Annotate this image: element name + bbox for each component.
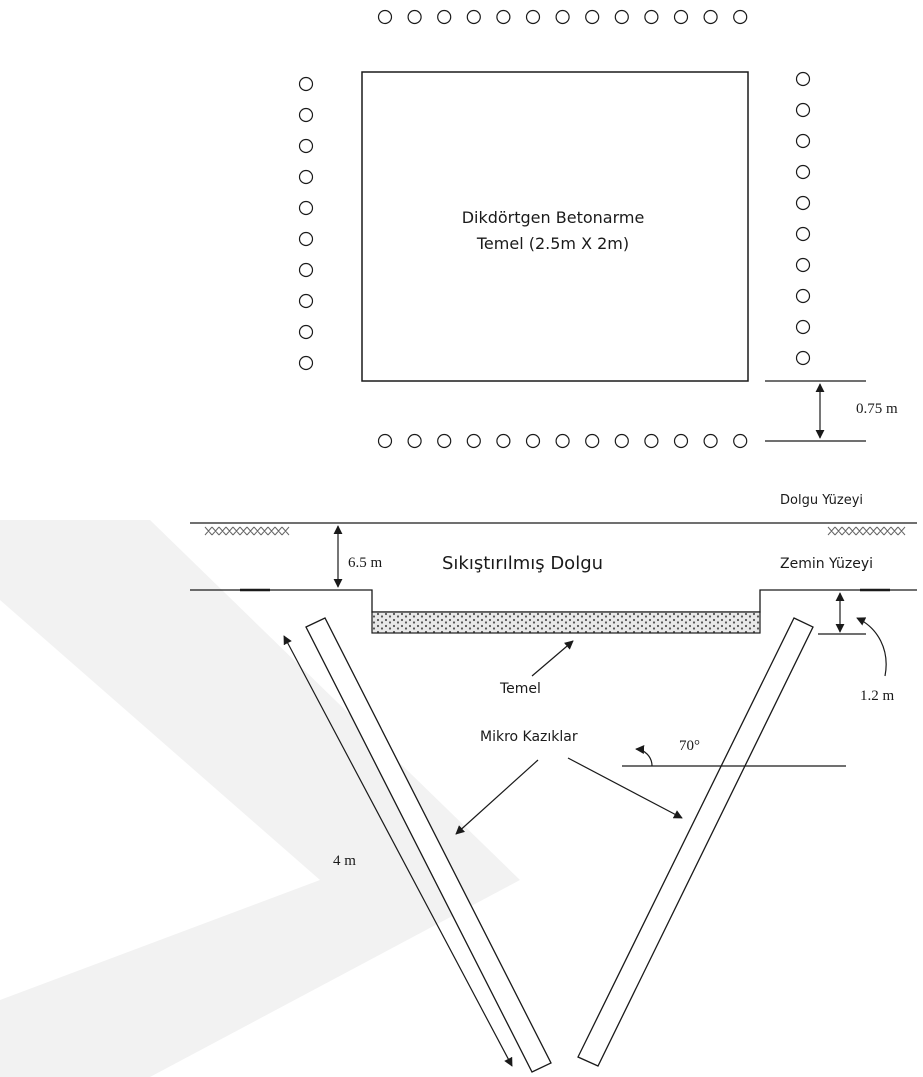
- micropile-plan-circle: [298, 293, 314, 309]
- micropile-plan-circle: [298, 138, 314, 154]
- pile-length-dimension-label: 4 m: [333, 853, 356, 869]
- micropile-plan-circle: [377, 433, 393, 449]
- micropile-plan-circle: [795, 164, 811, 180]
- micropile-plan-circle: [795, 226, 811, 242]
- offset-dimension-label: 0.75 m: [856, 401, 898, 417]
- micropile-plan-circle: [555, 433, 570, 449]
- footing-depth-dimension-label: 1.2 m: [860, 688, 895, 704]
- micropile-plan-circle: [795, 102, 811, 118]
- pile-row-top: [377, 9, 748, 25]
- pile-length-dimension-arrow: [283, 635, 513, 1067]
- compacted-fill-label: Sıkıştırılmış Dolgu: [442, 553, 603, 574]
- footing-label-line2: Temel (2.5m X 2m): [476, 234, 629, 253]
- micropile-plan-circle: [795, 71, 811, 87]
- micropile-plan-circle: [298, 200, 314, 216]
- micropile-plan-circle: [585, 433, 600, 449]
- foundation-leader: [531, 640, 574, 677]
- pile-angle-label: 70°: [679, 738, 700, 754]
- micropile-plan-circle: [795, 195, 811, 211]
- micropile-plan-circle: [298, 231, 314, 247]
- watermark-chevron: [0, 520, 520, 1077]
- footing-depth-leader: [856, 617, 887, 677]
- micropile-plan-circle: [614, 9, 629, 25]
- micropile-plan-circle: [496, 9, 511, 25]
- micropile-plan-circle: [795, 350, 811, 366]
- micropile-plan-circle: [437, 433, 452, 449]
- micropile-plan-circle: [407, 433, 422, 449]
- micropile-plan-circle: [298, 169, 314, 185]
- micropile-plan-circle: [795, 319, 811, 335]
- fill-depth-dimension-label: 6.5 m: [348, 555, 383, 571]
- micropiles-leader-left: [455, 759, 539, 835]
- micropile-plan-circle: [466, 433, 481, 449]
- micropile-plan-circle: [585, 9, 600, 25]
- foundation-slab: [371, 611, 761, 634]
- micropile-plan-circle: [298, 324, 314, 340]
- micropile-plan-circle: [525, 433, 541, 449]
- fill-surface-label: Dolgu Yüzeyi: [780, 493, 863, 508]
- micropile-right: [577, 617, 814, 1067]
- micropile-plan-circle: [407, 9, 422, 25]
- micropile-plan-circle: [795, 133, 811, 149]
- micropile-plan-circle: [298, 355, 314, 371]
- pile-column-left: [298, 76, 314, 371]
- soil-hatch-left: [204, 526, 290, 536]
- micropile-plan-circle: [644, 9, 659, 25]
- micropile-plan-circle: [703, 433, 718, 449]
- micropile-plan-circle: [644, 433, 659, 449]
- ground-surface-line: [190, 589, 917, 613]
- micropile-plan-circle: [795, 257, 811, 273]
- soil-hatch-right: [827, 526, 906, 536]
- footing-label-line1: Dikdörtgen Betonarme: [462, 208, 645, 227]
- micropile-plan-circle: [733, 433, 748, 449]
- micropiles-label: Mikro Kazıklar: [480, 729, 578, 745]
- foundation-label: Temel: [499, 681, 541, 697]
- ground-surface-label: Zemin Yüzeyi: [780, 556, 873, 572]
- rectangular-footing: [361, 71, 749, 382]
- micropile-plan-circle: [614, 433, 629, 449]
- micropile-plan-circle: [673, 433, 689, 449]
- micropile-plan-circle: [795, 288, 811, 304]
- pile-column-right: [795, 71, 811, 366]
- micropile-plan-circle: [496, 433, 511, 449]
- angle-arc: [635, 744, 653, 767]
- micropile-plan-circle: [377, 9, 393, 25]
- micropile-plan-circle: [437, 9, 452, 25]
- micropile-plan-circle: [466, 9, 481, 25]
- micropile-plan-circle: [298, 76, 314, 92]
- micropile-plan-circle: [673, 9, 689, 25]
- micropile-plan-circle: [733, 9, 748, 25]
- micropile-plan-circle: [555, 9, 570, 25]
- micropile-plan-circle: [525, 9, 541, 25]
- micropile-plan-circle: [298, 262, 314, 278]
- pile-row-bottom: [377, 433, 748, 449]
- micropiles-leader-right: [567, 757, 683, 819]
- micropile-plan-circle: [703, 9, 718, 25]
- micropile-plan-circle: [298, 107, 314, 123]
